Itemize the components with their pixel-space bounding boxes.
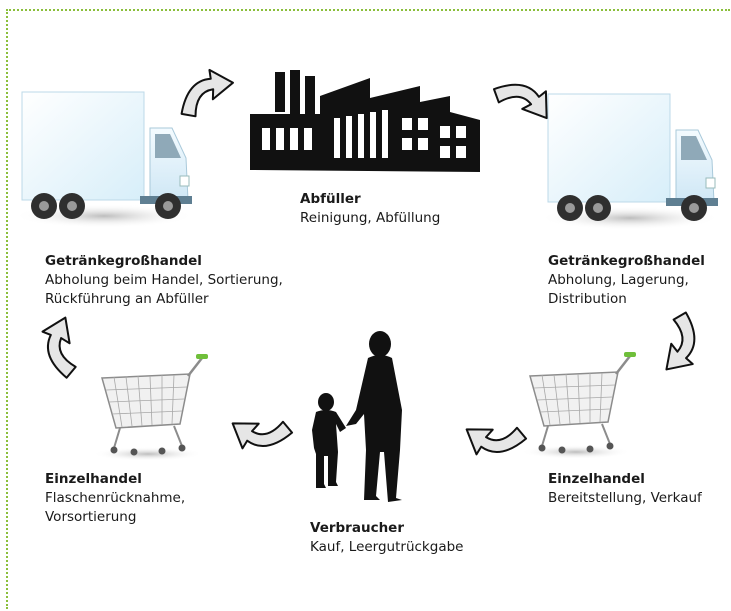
node-verbraucher: Verbraucher Kauf, Leergutrückgabe bbox=[310, 519, 463, 557]
node-getraenkegrosshandel-left: Getränkegroßhandel Abholung beim Handel,… bbox=[45, 252, 283, 309]
node-description: Bereitstellung, Verkauf bbox=[548, 490, 702, 506]
node-getraenkegrosshandel-right: Getränkegroßhandel Abholung, Lagerung, D… bbox=[548, 252, 705, 309]
node-description: Reinigung, Abfüllung bbox=[300, 210, 441, 226]
node-description: Abholung beim Handel, Sortierung, Rückfü… bbox=[45, 272, 283, 307]
node-title: Verbraucher bbox=[310, 520, 404, 536]
truck-icon bbox=[13, 91, 195, 229]
node-title: Abfüller bbox=[300, 191, 361, 207]
node-description: Kauf, Leergutrückgabe bbox=[310, 539, 464, 555]
shopping-cart-icon bbox=[91, 352, 210, 463]
frame-border-left bbox=[6, 9, 8, 609]
cycle-arrow-icon bbox=[40, 316, 78, 381]
node-einzelhandel-right: Einzelhandel Bereitstellung, Verkauf bbox=[548, 470, 702, 508]
node-title: Getränkegroßhandel bbox=[548, 253, 705, 269]
cycle-arrow-icon bbox=[229, 416, 294, 454]
node-description: Flaschenrücknahme, Vorsortierung bbox=[45, 490, 186, 525]
node-title: Einzelhandel bbox=[548, 471, 645, 487]
truck-icon bbox=[539, 93, 721, 231]
node-title: Getränkegroßhandel bbox=[45, 253, 202, 269]
node-title: Einzelhandel bbox=[45, 471, 142, 487]
shopping-cart-icon bbox=[519, 350, 638, 461]
frame-border-top bbox=[6, 9, 730, 11]
cycle-arrow-icon bbox=[169, 62, 238, 124]
factory-icon bbox=[250, 70, 480, 172]
node-einzelhandel-left: Einzelhandel Flaschenrücknahme, Vorsorti… bbox=[45, 470, 185, 527]
cycle-arrow-icon bbox=[463, 422, 528, 460]
cycle-arrow-icon bbox=[659, 308, 707, 377]
node-abfueller: Abfüller Reinigung, Abfüllung bbox=[300, 190, 440, 228]
cycle-arrow-icon bbox=[488, 70, 558, 125]
node-description: Abholung, Lagerung, Distribution bbox=[548, 272, 689, 307]
people-silhouette-icon bbox=[312, 331, 402, 502]
